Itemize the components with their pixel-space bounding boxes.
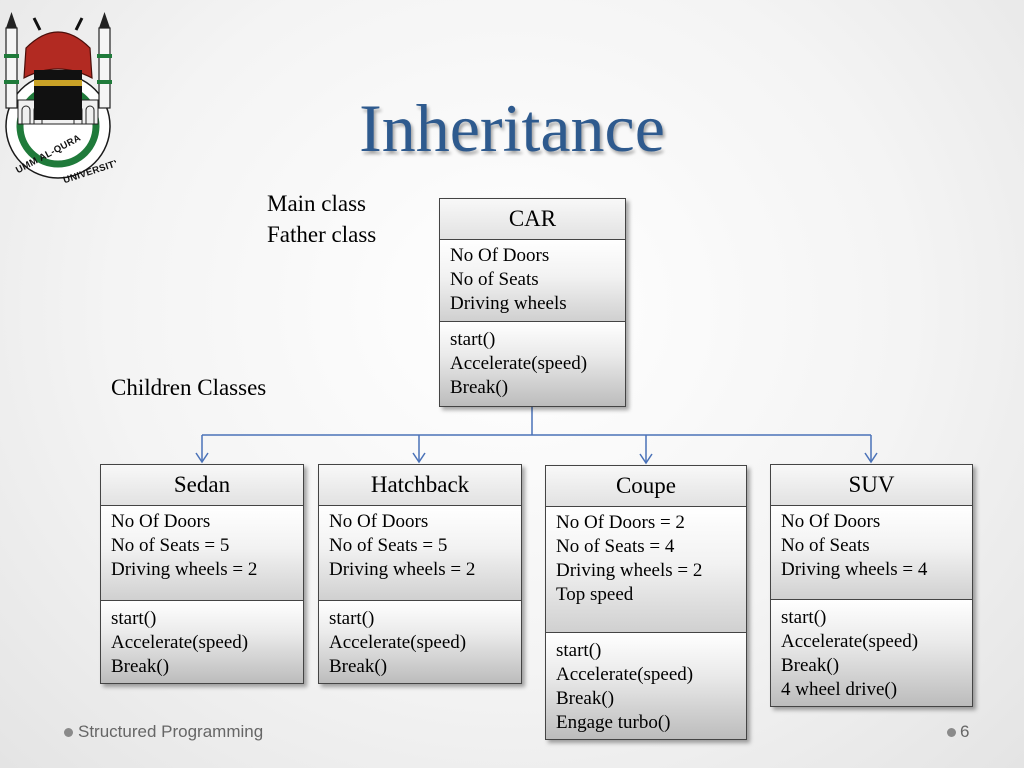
- arrowhead-sedan: [195, 452, 209, 464]
- class-name: Hatchback: [319, 465, 521, 506]
- children-classes-label: Children Classes: [111, 375, 267, 400]
- attribute: No Of Doors = 2: [556, 512, 685, 533]
- attribute: No of Seats: [450, 269, 539, 290]
- method: start(): [556, 640, 602, 661]
- attribute: No of Seats = 5: [111, 535, 230, 556]
- attribute: Driving wheels = 2: [556, 560, 703, 581]
- method: Accelerate(speed): [450, 353, 588, 374]
- attribute: No of Seats: [781, 535, 870, 556]
- class-box-hatchback: Hatchback No Of Doors No of Seats = 5 Dr…: [318, 464, 522, 684]
- method: Accelerate(speed): [111, 632, 249, 653]
- attribute: Top speed: [556, 584, 634, 605]
- method: Engage turbo(): [556, 712, 671, 733]
- page-number: 6: [960, 722, 970, 741]
- father-class-label: Father class: [267, 222, 377, 247]
- attribute: No of Seats = 5: [329, 535, 448, 556]
- attribute: Driving wheels: [450, 293, 567, 314]
- attribute: No Of Doors: [329, 511, 429, 532]
- university-logo: UMM AL-QURA UNIVERSITY: [4, 12, 116, 186]
- class-name: CAR: [440, 199, 625, 240]
- footer-bullet-icon: [64, 728, 73, 737]
- class-box-car: CAR No Of Doors No of Seats Driving whee…: [439, 198, 626, 407]
- arrowhead-hatchback: [412, 452, 426, 464]
- footer-text: Structured Programming: [78, 722, 264, 741]
- method: start(): [329, 608, 375, 629]
- attribute: Driving wheels = 2: [111, 559, 258, 580]
- main-class-label: Main class: [267, 191, 367, 216]
- arrowhead-suv: [864, 452, 878, 464]
- class-methods: start() Accelerate(speed) Break(): [101, 601, 303, 683]
- method: Break(): [111, 656, 170, 677]
- class-name: SUV: [771, 465, 972, 506]
- class-attributes: No Of Doors No of Seats Driving wheels: [440, 240, 625, 322]
- method: start(): [781, 607, 827, 628]
- method: Break(): [329, 656, 388, 677]
- class-methods: start() Accelerate(speed) Break(): [440, 322, 625, 406]
- attribute: Driving wheels = 2: [329, 559, 476, 580]
- method: 4 wheel drive(): [781, 679, 898, 700]
- method: Break(): [781, 655, 840, 676]
- class-box-coupe: Coupe No Of Doors = 2 No of Seats = 4 Dr…: [545, 465, 747, 740]
- class-attributes: No Of Doors = 2 No of Seats = 4 Driving …: [546, 507, 746, 633]
- method: Accelerate(speed): [781, 631, 919, 652]
- method: Accelerate(speed): [329, 632, 467, 653]
- class-name: Coupe: [546, 466, 746, 507]
- method: start(): [450, 329, 496, 350]
- class-attributes: No Of Doors No of Seats Driving wheels =…: [771, 506, 972, 600]
- class-methods: start() Accelerate(speed) Break() Engage…: [546, 633, 746, 739]
- class-methods: start() Accelerate(speed) Break() 4 whee…: [771, 600, 972, 706]
- attribute: No Of Doors: [781, 511, 881, 532]
- page-bullet-icon: [947, 728, 956, 737]
- slide-title: Inheritance: [359, 90, 665, 166]
- class-box-suv: SUV No Of Doors No of Seats Driving whee…: [770, 464, 973, 707]
- class-attributes: No Of Doors No of Seats = 5 Driving whee…: [101, 506, 303, 601]
- attribute: Driving wheels = 4: [781, 559, 928, 580]
- method: Accelerate(speed): [556, 664, 694, 685]
- attribute: No Of Doors: [111, 511, 211, 532]
- arrowhead-coupe: [639, 453, 653, 465]
- method: start(): [111, 608, 157, 629]
- class-box-sedan: Sedan No Of Doors No of Seats = 5 Drivin…: [100, 464, 304, 684]
- class-name: Sedan: [101, 465, 303, 506]
- method: Break(): [450, 377, 509, 398]
- method: Break(): [556, 688, 615, 709]
- attribute: No of Seats = 4: [556, 536, 675, 557]
- class-methods: start() Accelerate(speed) Break(): [319, 601, 521, 683]
- class-attributes: No Of Doors No of Seats = 5 Driving whee…: [319, 506, 521, 601]
- attribute: No Of Doors: [450, 245, 550, 266]
